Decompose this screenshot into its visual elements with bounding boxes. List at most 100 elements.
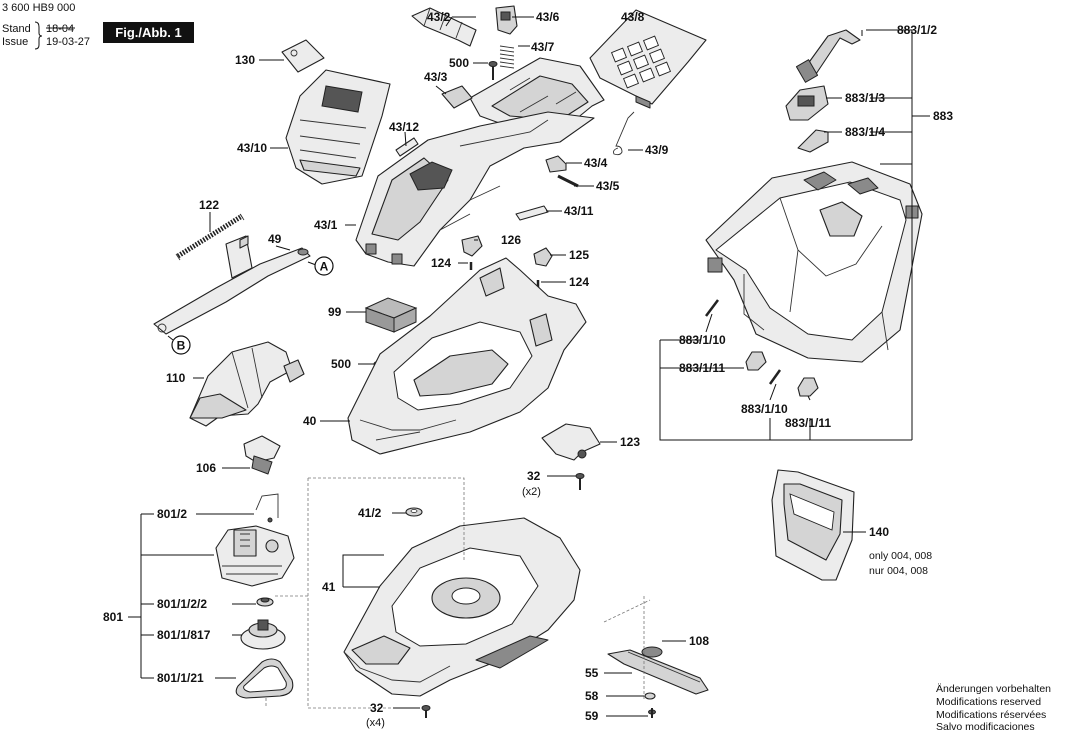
label-43-1: 43/1 xyxy=(314,218,338,232)
label-500-middle: 500 xyxy=(331,357,351,371)
part-43-10-drawing xyxy=(285,69,391,185)
label-A: A xyxy=(320,260,329,274)
blade-dashed-axis xyxy=(603,596,651,700)
document-number: 3 600 HB9 000 xyxy=(2,2,75,14)
label-883-1-2: 883/1/2 xyxy=(897,23,937,37)
label-41: 41 xyxy=(322,580,336,594)
figure-badge: Fig./Abb. 1 xyxy=(115,25,181,40)
label-58: 58 xyxy=(585,689,599,703)
part-drawings xyxy=(153,5,923,718)
label-801-1-21: 801/1/21 xyxy=(157,671,204,685)
part-883-drawing xyxy=(705,161,923,363)
part-883-1-11-drawings xyxy=(745,351,819,397)
part-123-drawing xyxy=(541,423,601,461)
part-43-9-drawing xyxy=(613,111,635,156)
part-43-7-drawing xyxy=(499,45,515,69)
part-883-1-4-drawing xyxy=(797,129,829,153)
part-59-drawing xyxy=(648,708,656,718)
label-43-11: 43/11 xyxy=(564,204,594,218)
part-125-drawing xyxy=(533,247,553,267)
label-43-6: 43/6 xyxy=(536,10,560,24)
motor-deck-dashed-outline xyxy=(307,477,465,709)
label-55: 55 xyxy=(585,666,599,680)
label-43-3: 43/3 xyxy=(424,70,448,84)
part-43-5-drawing xyxy=(557,174,579,188)
label-40: 40 xyxy=(303,414,317,428)
label-43-8: 43/8 xyxy=(621,10,645,24)
label-43-12: 43/12 xyxy=(389,120,419,134)
part-99-drawing xyxy=(364,297,418,333)
label-140-note-en: only 004, 008 xyxy=(869,550,932,562)
label-883-1-10-right: 883/1/10 xyxy=(741,402,788,416)
part-43-3-drawing xyxy=(441,85,473,109)
footer-line-fr: Modifications réservées xyxy=(936,709,1046,721)
part-41-drawing xyxy=(343,517,581,697)
label-32-bottom: 32 xyxy=(370,701,384,715)
label-801-2: 801/2 xyxy=(157,507,187,521)
label-108: 108 xyxy=(689,634,709,648)
part-32-bottom-drawing xyxy=(421,705,431,718)
label-59: 59 xyxy=(585,709,599,723)
reference-circles: A B xyxy=(171,256,334,355)
header-brace xyxy=(34,21,43,50)
part-58-drawing xyxy=(644,692,656,700)
part-801-1-817-drawing xyxy=(240,619,286,650)
label-124-right: 124 xyxy=(569,275,589,289)
part-55-drawing xyxy=(607,649,709,695)
footer-line-es: Salvo modificaciones xyxy=(936,721,1035,731)
label-883-1-4: 883/1/4 xyxy=(845,125,885,139)
label-43-7: 43/7 xyxy=(531,40,555,54)
label-49: 49 xyxy=(268,232,282,246)
label-106: 106 xyxy=(196,461,216,475)
part-883-1-10-drawings xyxy=(705,299,782,385)
label-123: 123 xyxy=(620,435,640,449)
part-140-drawing xyxy=(771,469,855,581)
label-99: 99 xyxy=(328,305,342,319)
part-labels: 43/2 43/6 43/8 43/7 130 500 43/3 43/12 4… xyxy=(103,10,953,729)
footer-line-en: Modifications reserved xyxy=(936,696,1041,708)
label-883: 883 xyxy=(933,109,953,123)
label-B: B xyxy=(177,339,186,353)
part-108-drawing xyxy=(641,646,663,658)
label-43-9: 43/9 xyxy=(645,143,669,157)
label-126: 126 xyxy=(501,233,521,247)
leader-lines xyxy=(128,16,930,717)
part-500-top-drawing xyxy=(488,61,498,80)
part-801-motor-drawing xyxy=(215,525,295,587)
part-883-1-3-drawing xyxy=(785,85,829,121)
figure-badge-box xyxy=(103,22,194,43)
label-500-top: 500 xyxy=(449,56,469,70)
label-122: 122 xyxy=(199,198,219,212)
part-801-1-21-drawing xyxy=(235,658,294,699)
issue-label: Issue xyxy=(2,36,28,48)
footer-notes: Änderungen vorbehalten Modifications res… xyxy=(936,683,1051,731)
part-106-drawing xyxy=(243,435,281,475)
part-43-1-drawing xyxy=(355,111,595,267)
label-883-1-10-left: 883/1/10 xyxy=(679,333,726,347)
part-40-drawing xyxy=(347,257,587,455)
label-883-1-11-right: 883/1/11 xyxy=(785,416,831,430)
label-41-2: 41/2 xyxy=(358,506,382,520)
part-110-drawing xyxy=(189,341,305,427)
label-43-4: 43/4 xyxy=(584,156,608,170)
label-125: 125 xyxy=(569,248,589,262)
part-801-2-drawing xyxy=(255,493,279,523)
label-110: 110 xyxy=(166,371,186,385)
part-801-1-2-2-drawing xyxy=(256,597,274,607)
part-43-8-drawing xyxy=(589,9,707,109)
label-801: 801 xyxy=(103,610,123,624)
label-883-1-11-left: 883/1/11 xyxy=(679,361,725,375)
stand-value: 18-04 xyxy=(46,23,74,35)
label-32-bottom-quantity: (x4) xyxy=(366,717,385,729)
part-130-drawing xyxy=(281,39,325,73)
label-43-10: 43/10 xyxy=(237,141,267,155)
part-49-drawing xyxy=(153,235,311,335)
label-801-1-2-2: 801/1/2/2 xyxy=(157,597,207,611)
part-43-4-drawing xyxy=(545,155,567,173)
label-140: 140 xyxy=(869,525,889,539)
part-43-6-drawing xyxy=(495,5,518,35)
label-32-top: 32 xyxy=(527,469,541,483)
part-43-12-drawing xyxy=(395,137,419,157)
issue-value: 19-03-27 xyxy=(46,36,90,48)
label-43-2: 43/2 xyxy=(427,10,451,24)
